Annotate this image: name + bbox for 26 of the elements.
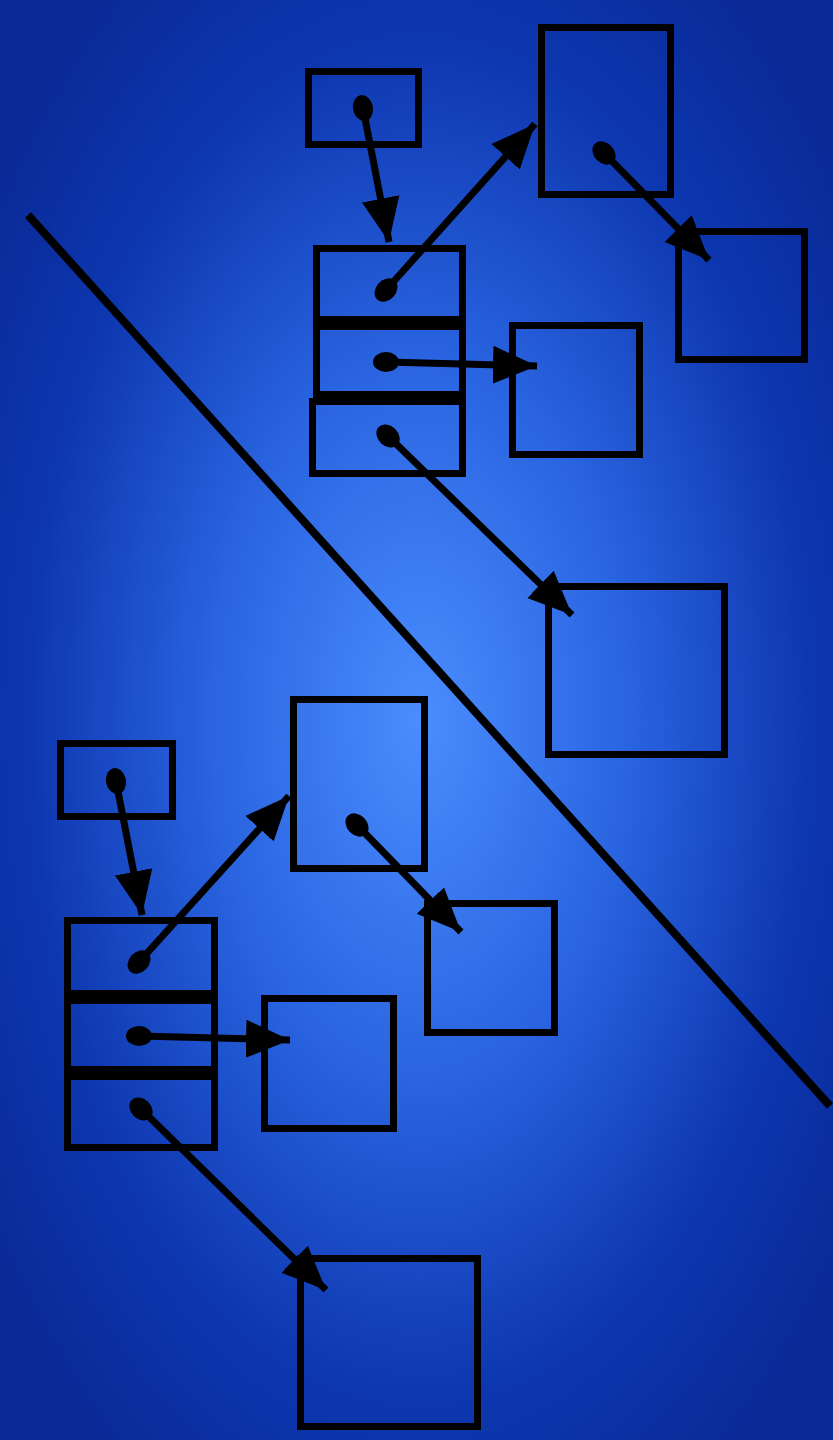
box-shape [290, 696, 428, 872]
box-shape [509, 322, 643, 458]
arrow [376, 424, 575, 618]
arrow [373, 345, 538, 384]
box-shape [57, 740, 176, 820]
arrow [127, 793, 292, 974]
box-shape [675, 228, 808, 363]
box-shape [64, 997, 218, 1073]
box-shape [309, 398, 466, 477]
arrow [105, 768, 153, 916]
arrow [345, 813, 464, 935]
box-shape [297, 1255, 481, 1430]
box-shape [305, 68, 422, 148]
box-shape [545, 583, 728, 758]
box-shape [424, 900, 558, 1036]
box-shape [64, 917, 218, 997]
box-shape [261, 995, 397, 1132]
arrow [129, 1097, 329, 1293]
box-shape [64, 1073, 218, 1151]
arrow [126, 1019, 291, 1058]
arrow [352, 95, 400, 243]
box-shape [313, 323, 466, 398]
box-shape [313, 245, 466, 323]
arrow [374, 121, 538, 302]
box-shape [538, 24, 674, 198]
arrow [592, 141, 712, 263]
